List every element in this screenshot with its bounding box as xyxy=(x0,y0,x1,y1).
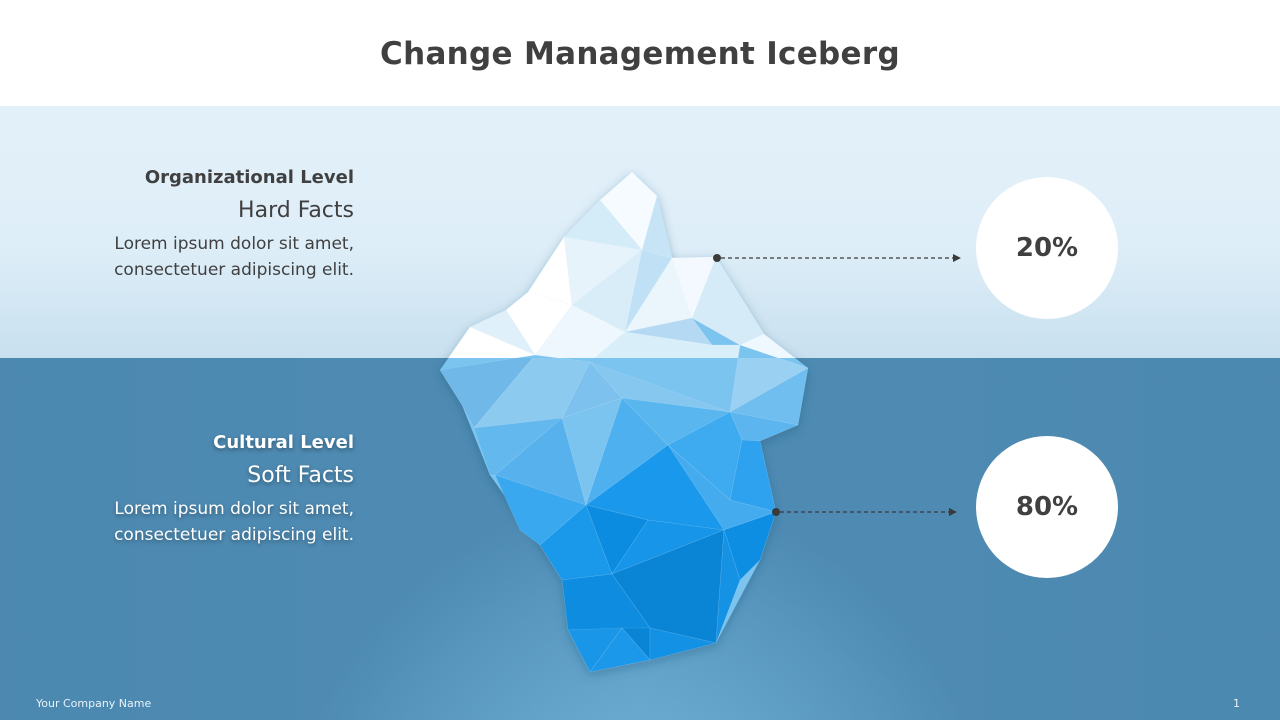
organizational-level-block: Organizational Level Hard Facts Lorem ip… xyxy=(114,167,354,283)
page-number: 1 xyxy=(1233,697,1240,710)
cultural-level-heading: Cultural Level xyxy=(213,432,354,453)
organizational-desc-line1: Lorem ipsum dolor sit amet, xyxy=(114,234,354,254)
organizational-level-heading: Organizational Level xyxy=(144,167,354,188)
cultural-desc-line1: Lorem ipsum dolor sit amet, xyxy=(114,499,354,519)
cultural-desc-line2: consectetuer adipiscing elit. xyxy=(114,525,354,545)
slide-header: Change Management Iceberg xyxy=(0,0,1280,106)
cultural-description: Lorem ipsum dolor sit amet, consectetuer… xyxy=(114,496,354,548)
pointer-bottom xyxy=(772,508,957,516)
footer-company-name: Your Company Name xyxy=(36,697,152,710)
percent-value-bottom: 80% xyxy=(1015,492,1079,522)
organizational-desc-line2: consectetuer adipiscing elit. xyxy=(114,260,354,280)
pointer-top xyxy=(713,254,961,262)
soft-facts-label: Soft Facts xyxy=(247,463,354,488)
percent-value-top: 20% xyxy=(1015,233,1079,263)
slide-title: Change Management Iceberg xyxy=(380,36,900,72)
organizational-description: Lorem ipsum dolor sit amet, consectetuer… xyxy=(114,231,354,283)
percent-circle-top: 20% xyxy=(976,177,1118,319)
hard-facts-label: Hard Facts xyxy=(238,198,354,223)
cultural-level-block: Cultural Level Soft Facts Lorem ipsum do… xyxy=(114,432,354,548)
percent-circle-bottom: 80% xyxy=(976,436,1118,578)
